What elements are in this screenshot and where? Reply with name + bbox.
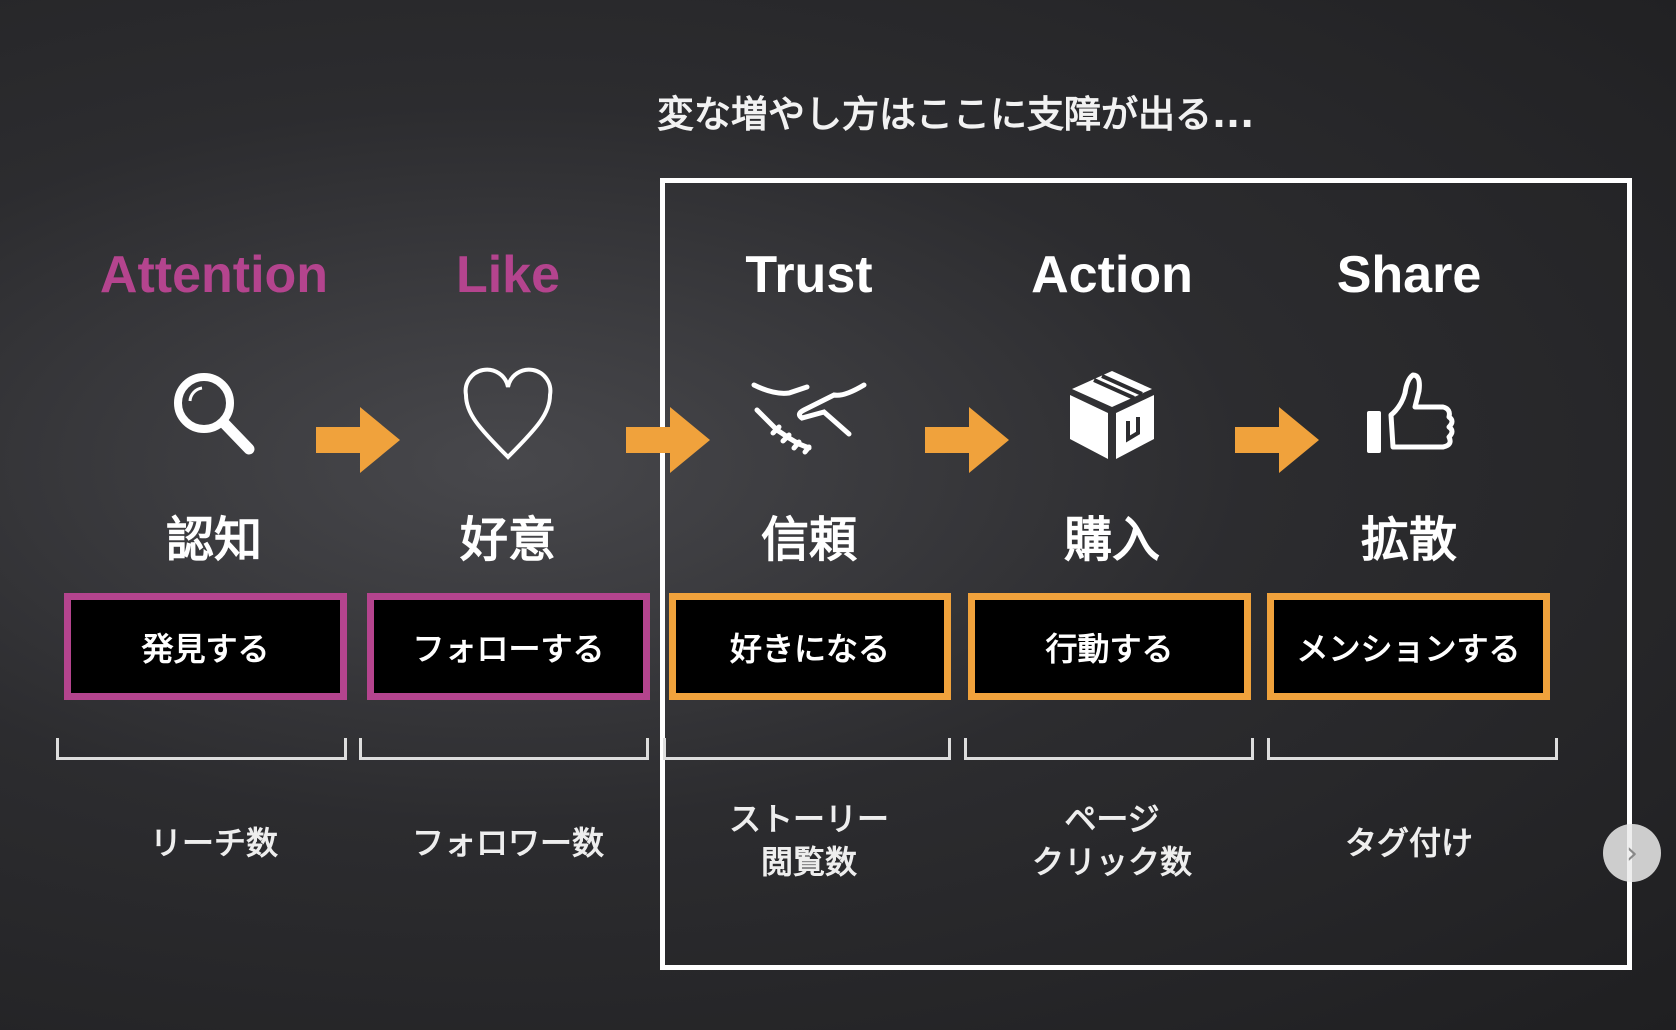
metric-line: リーチ数 [149,824,278,862]
chevron-right-icon: › [1626,835,1638,871]
bracket-divider [964,738,1254,760]
stage-action-box: 発見する [64,593,347,700]
stage-metric: ページクリック数 [962,798,1262,884]
box-icon [962,365,1262,465]
arrow-right-icon [1235,407,1319,473]
stage-metric: ストーリー閲覧数 [659,798,959,884]
stage-heading: Attention [99,246,329,304]
stage-action-box: 行動する [968,593,1251,700]
stage-action: 発見する [141,629,270,668]
bracket-divider [663,738,951,760]
next-slide-button[interactable]: › [1603,824,1661,882]
arrow-right-icon [925,407,1009,473]
stage-heading: Action [1031,246,1193,304]
metric-line: 閲覧数 [760,843,857,881]
stage-action-box: フォローする [367,593,650,700]
metric-line: フォロワー数 [411,824,604,862]
metric-line: クリック数 [1031,843,1192,881]
stage-label: 認知 [165,512,262,568]
slide-title: 変な増やし方はここに支障が出る... [657,93,1255,136]
stage-action-box: メンションする [1267,593,1550,700]
bracket-divider [1267,738,1558,760]
arrow-right-icon [316,407,400,473]
stage-heading: Trust [745,246,873,304]
stage-heading: Like [455,246,561,304]
stage-action: 好きになる [729,629,890,668]
handshake-icon [659,365,959,465]
stage-metric: リーチ数 [64,800,364,865]
stage-label: 拡散 [1360,512,1457,568]
bracket-divider [56,738,347,760]
stage-action-box: 好きになる [669,593,951,700]
highlight-frame [660,178,1632,970]
stage-action: フォローする [412,629,605,668]
stage-label: 信頼 [760,512,857,568]
magnifier-icon [64,365,364,465]
arrow-right-icon [626,407,710,473]
thumbs-up-icon [1259,365,1559,465]
stage-metric: タグ付け [1259,800,1559,865]
stage-label: 購入 [1063,512,1160,568]
metric-line: ストーリー [728,800,889,838]
stage-action: 行動する [1045,629,1174,668]
metric-line: タグ付け [1344,824,1473,862]
stage-metric: フォロワー数 [358,800,658,865]
stage-label: 好意 [459,512,556,568]
heart-icon [358,365,658,465]
stage-action: メンションする [1296,629,1521,668]
stage-heading: Share [1336,246,1482,304]
metric-line: ページ [1064,800,1160,838]
bracket-divider [359,738,649,760]
